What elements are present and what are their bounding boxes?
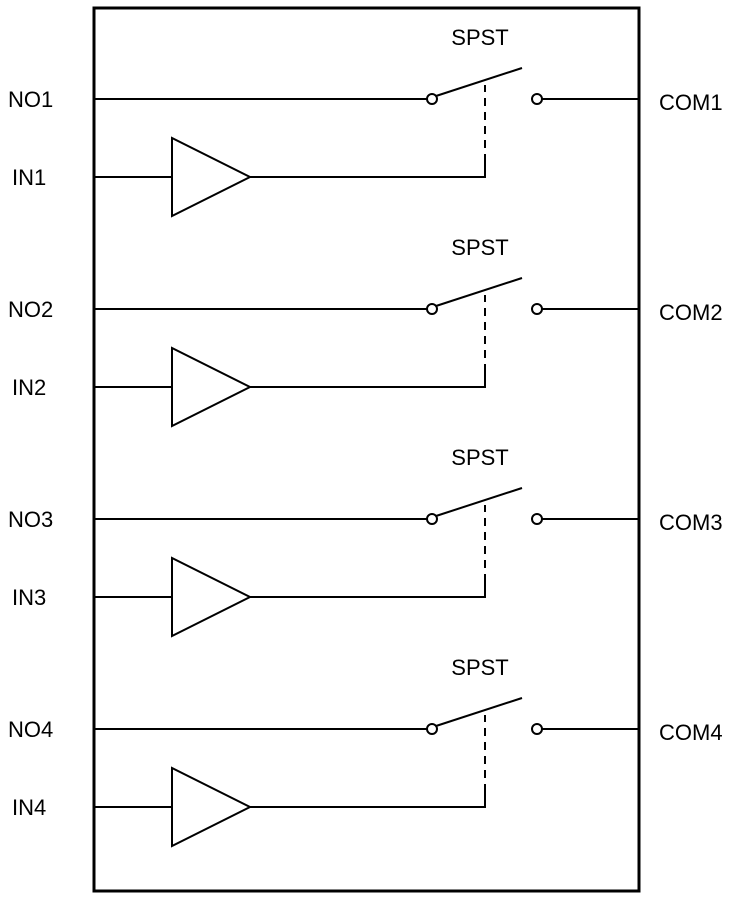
in-pin-label: IN1	[12, 165, 46, 190]
no-pin-label: NO1	[8, 87, 53, 112]
com-terminal	[531, 93, 543, 105]
switch-blade	[435, 67, 523, 97]
com-terminal	[531, 303, 543, 315]
buffer-triangle	[171, 346, 253, 428]
switch-type-label: SPST	[451, 655, 508, 680]
switch-blade	[435, 697, 523, 727]
switch-type-label: SPST	[451, 235, 508, 260]
control-wire	[250, 792, 486, 808]
control-wire	[250, 162, 486, 178]
no-terminal	[426, 93, 438, 105]
no-pin-label: NO2	[8, 297, 53, 322]
no-terminal	[426, 303, 438, 315]
switch-channel-2: SPST NO2 IN2 COM2	[8, 235, 723, 428]
switch-blade	[435, 487, 523, 517]
com-pin-label: COM1	[659, 90, 723, 115]
com-pin-label: COM3	[659, 510, 723, 535]
com-pin-label: COM4	[659, 720, 723, 745]
no-pin-label: NO4	[8, 717, 53, 742]
switch-blade	[435, 277, 523, 307]
control-wire	[250, 372, 486, 388]
switch-type-label: SPST	[451, 445, 508, 470]
switch-type-label: SPST	[451, 25, 508, 50]
no-terminal	[426, 513, 438, 525]
buffer-triangle	[171, 136, 253, 218]
chip-outline	[92, 6, 641, 893]
no-pin-label: NO3	[8, 507, 53, 532]
in-pin-label: IN3	[12, 585, 46, 610]
in-pin-label: IN2	[12, 375, 46, 400]
switch-channel-1: SPST NO1 IN1 COM1	[8, 25, 723, 218]
com-terminal	[531, 723, 543, 735]
com-terminal	[531, 513, 543, 525]
switch-channel-3: SPST NO3 IN3 COM3	[8, 445, 723, 638]
buffer-triangle	[171, 766, 253, 848]
in-pin-label: IN4	[12, 795, 46, 820]
no-terminal	[426, 723, 438, 735]
com-pin-label: COM2	[659, 300, 723, 325]
switch-channel-4: SPST NO4 IN4 COM4	[8, 655, 723, 848]
buffer-triangle	[171, 556, 253, 638]
control-wire	[250, 582, 486, 598]
